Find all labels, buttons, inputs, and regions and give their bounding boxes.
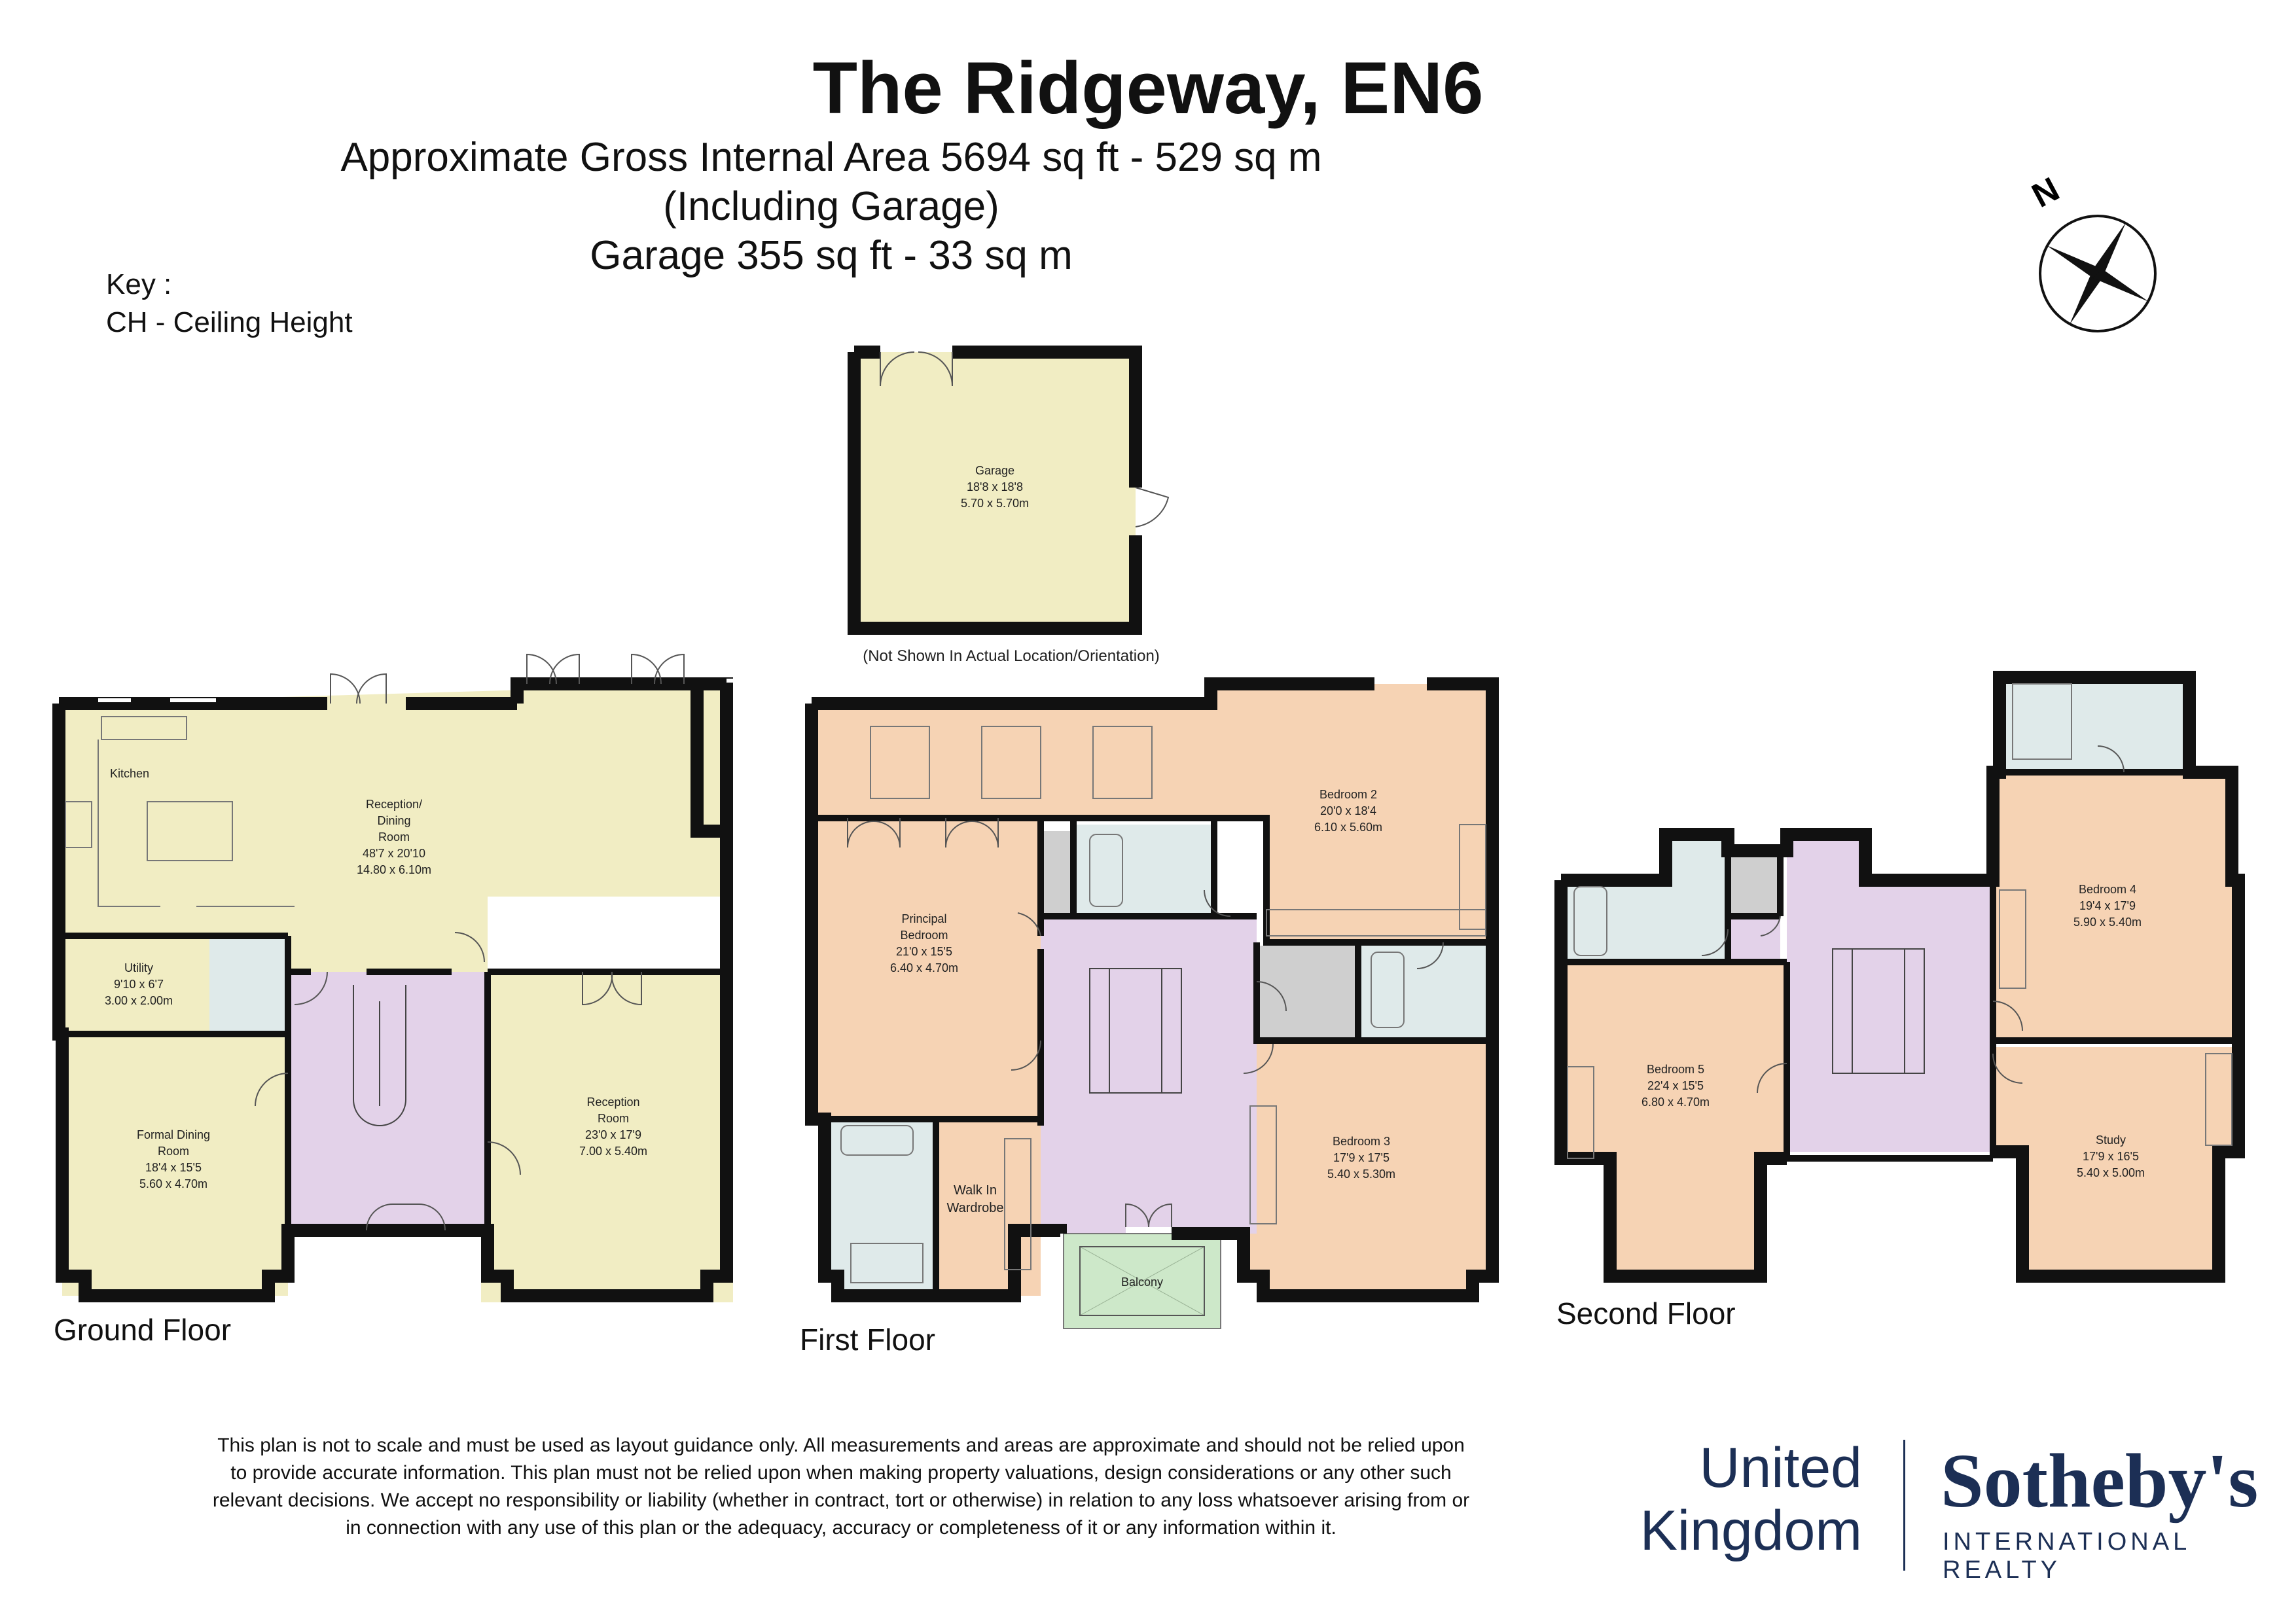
first-floor-plan: Principal Bedroom 21'0 x 15'5 6.40 x 4.7… <box>805 677 1499 1329</box>
utility-name: Utility <box>124 961 153 974</box>
principal-line2: Bedroom <box>900 929 948 942</box>
reception-dining-line1: Reception/ <box>366 798 422 811</box>
garage-area-line: Garage 355 sq ft - 33 sq m <box>590 233 1073 278</box>
study-metric: 5.40 x 5.00m <box>2077 1166 2145 1179</box>
bedroom4-imperial: 19'4 x 17'9 <box>2079 899 2136 912</box>
reception-dining-imperial: 48'7 x 20'10 <box>363 847 425 860</box>
bedroom4-name: Bedroom 4 <box>2079 883 2136 896</box>
reception-line2: Room <box>598 1112 629 1125</box>
balcony-label: Balcony <box>1121 1275 1163 1289</box>
walkin-line2: Wardrobe <box>946 1201 1003 1215</box>
bedroom2-imperial: 20'0 x 18'4 <box>1320 804 1376 817</box>
brand-region-line2: Kingdom <box>1640 1499 1862 1563</box>
principal-metric: 6.40 x 4.70m <box>890 961 958 974</box>
garage-metric: 5.70 x 5.70m <box>961 497 1029 510</box>
key-ceiling-height: CH - Ceiling Height <box>106 306 353 338</box>
bedroom5-imperial: 22'4 x 15'5 <box>1647 1079 1704 1092</box>
bedroom2-metric: 6.10 x 5.60m <box>1314 821 1382 834</box>
garage-plan: Garage 18'8 x 18'8 5.70 x 5.70m (Not Sho… <box>848 346 1170 665</box>
bedroom4-metric: 5.90 x 5.40m <box>2073 916 2142 929</box>
reception-dining-metric: 14.80 x 6.10m <box>357 863 431 876</box>
brand-region-line1: United <box>1699 1436 1862 1499</box>
reception-line1: Reception <box>586 1096 639 1109</box>
principal-line1: Principal <box>901 912 946 925</box>
gross-area-line: Approximate Gross Internal Area 5694 sq … <box>340 135 1322 180</box>
disclaimer-text: This plan is not to scale and must be us… <box>212 1435 1470 1539</box>
brand-tagline: INTERNATIONAL REALTY <box>1943 1528 2190 1584</box>
reception-metric: 7.00 x 5.40m <box>579 1145 647 1158</box>
study-name: Study <box>2096 1133 2126 1147</box>
study-imperial: 17'9 x 16'5 <box>2083 1150 2139 1163</box>
bedroom3-imperial: 17'9 x 17'5 <box>1333 1151 1390 1164</box>
key-heading: Key : <box>106 268 172 300</box>
garage-imperial: 18'8 x 18'8 <box>967 480 1023 493</box>
ground-floor-plan: Kitchen Reception/ Dining Room 48'7 x 20… <box>52 653 753 1302</box>
including-garage-line: (Including Garage) <box>663 184 999 229</box>
bedroom5-name: Bedroom 5 <box>1647 1063 1704 1076</box>
formal-dining-line1: Formal Dining <box>137 1128 210 1141</box>
bedroom2-name: Bedroom 2 <box>1319 788 1377 801</box>
reception-dining-line2: Dining <box>377 814 410 827</box>
bedroom5-metric: 6.80 x 4.70m <box>1641 1096 1710 1109</box>
brand-logo-name: Sotheby's <box>1941 1438 2259 1524</box>
second-floor-plan: Bedroom 4 19'4 x 17'9 5.90 x 5.40m Bedro… <box>1554 671 2245 1283</box>
brand-region: United Kingdom <box>1640 1436 1862 1563</box>
walkin-line1: Walk In <box>954 1183 997 1198</box>
kitchen-label: Kitchen <box>110 767 149 780</box>
reception-dining-line3: Room <box>378 830 410 844</box>
garage-location-note: (Not Shown In Actual Location/Orientatio… <box>863 647 1160 665</box>
ground-floor-label: Ground Floor <box>54 1313 232 1347</box>
garage-name: Garage <box>975 464 1014 477</box>
page-title: The Ridgeway, EN6 <box>812 47 1484 129</box>
formal-dining-line2: Room <box>158 1145 189 1158</box>
utility-imperial: 9'10 x 6'7 <box>114 978 164 991</box>
formal-dining-imperial: 18'4 x 15'5 <box>145 1161 202 1174</box>
brand-divider <box>1903 1440 1905 1571</box>
principal-imperial: 21'0 x 15'5 <box>896 945 952 958</box>
compass-icon: N <box>2026 170 2157 332</box>
reception-imperial: 23'0 x 17'9 <box>585 1128 641 1141</box>
compass-n-label: N <box>2026 170 2065 215</box>
utility-metric: 3.00 x 2.00m <box>105 994 173 1007</box>
first-floor-label: First Floor <box>800 1323 935 1357</box>
bedroom3-name: Bedroom 3 <box>1333 1135 1390 1148</box>
formal-dining-metric: 5.60 x 4.70m <box>139 1177 207 1190</box>
bedroom3-metric: 5.40 x 5.30m <box>1327 1168 1395 1181</box>
second-floor-label: Second Floor <box>1556 1296 1736 1330</box>
